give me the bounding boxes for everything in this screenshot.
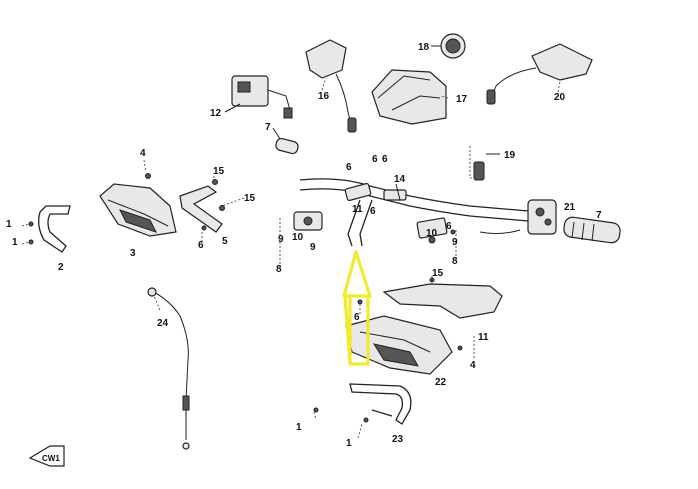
part-2-left-bracket <box>38 205 71 253</box>
part-20-right-mirror <box>486 43 593 105</box>
callout-17: 17 <box>456 94 468 105</box>
callout-6-f: 6 <box>446 221 452 232</box>
callout-10-b: 10 <box>426 228 438 239</box>
callout-15-a: 15 <box>213 166 225 177</box>
callout-22: 22 <box>435 377 447 388</box>
callout-9-c: 9 <box>452 237 458 248</box>
part-21-right-switch <box>527 199 557 235</box>
callout-12: 12 <box>210 108 222 119</box>
part-14-clamp <box>344 182 407 202</box>
callout-1-b: 1 <box>12 237 18 248</box>
direction-badge: CW1 <box>28 445 65 467</box>
callout-9-a: 9 <box>278 234 284 245</box>
callout-19: 19 <box>504 150 516 161</box>
callout-20: 20 <box>554 92 566 103</box>
callout-3: 3 <box>130 248 136 259</box>
part-17-cover <box>371 69 447 125</box>
callout-4-bottom: 4 <box>470 360 476 371</box>
part-19-bolt <box>469 146 500 181</box>
callout-18: 18 <box>418 42 430 53</box>
part-7-left-grip <box>272 127 299 155</box>
part-23-lower-bracket <box>349 383 412 425</box>
callout-10-a: 10 <box>292 232 304 243</box>
leader-lines <box>21 77 561 439</box>
callout-23: 23 <box>392 434 404 445</box>
part-12-master-cylinder <box>224 75 293 119</box>
callout-1-a: 1 <box>6 219 12 230</box>
part-8-right-clamp <box>416 217 448 244</box>
part-5-left-arm <box>179 185 223 233</box>
part-3-left-handguard <box>99 183 177 237</box>
callout-9-b: 9 <box>310 242 316 253</box>
callout-16: 16 <box>318 91 330 102</box>
callout-8-left: 8 <box>276 264 282 275</box>
callout-8-right: 8 <box>452 256 458 267</box>
callout-15-c: 15 <box>432 268 444 279</box>
callout-6-e: 6 <box>198 240 204 251</box>
part-10-left-clamp <box>293 211 323 231</box>
badge-text: CW1 <box>42 454 60 463</box>
part-16-left-mirror <box>305 39 357 133</box>
callout-4-top: 4 <box>140 148 146 159</box>
handlebar <box>299 178 541 247</box>
callout-2: 2 <box>58 262 64 273</box>
callout-1-d: 1 <box>346 438 352 449</box>
callout-1-c: 1 <box>296 422 302 433</box>
part-18-cap <box>431 33 466 59</box>
part-7-right-grip <box>563 216 621 244</box>
callout-21: 21 <box>564 202 576 213</box>
callout-14: 14 <box>394 174 406 185</box>
part-24-cable <box>147 287 190 450</box>
callout-7-right: 7 <box>596 210 602 221</box>
highlight-arrow <box>343 294 370 366</box>
callout-11-a: 11 <box>352 204 363 215</box>
part-22-right-handguard <box>345 283 503 375</box>
throttle-cable <box>479 229 521 235</box>
callout-6-a: 6 <box>372 154 378 165</box>
callout-6-g: 6 <box>354 312 360 323</box>
callout-7-left: 7 <box>265 122 271 133</box>
callout-6-b: 6 <box>382 154 388 165</box>
callout-11-b: 11 <box>478 332 489 343</box>
callout-5: 5 <box>222 236 228 247</box>
callout-6-d: 6 <box>370 206 376 217</box>
small-bolts <box>28 173 463 423</box>
callout-24: 24 <box>157 318 169 329</box>
callout-6-c: 6 <box>346 162 352 173</box>
callout-15-b: 15 <box>244 193 256 204</box>
